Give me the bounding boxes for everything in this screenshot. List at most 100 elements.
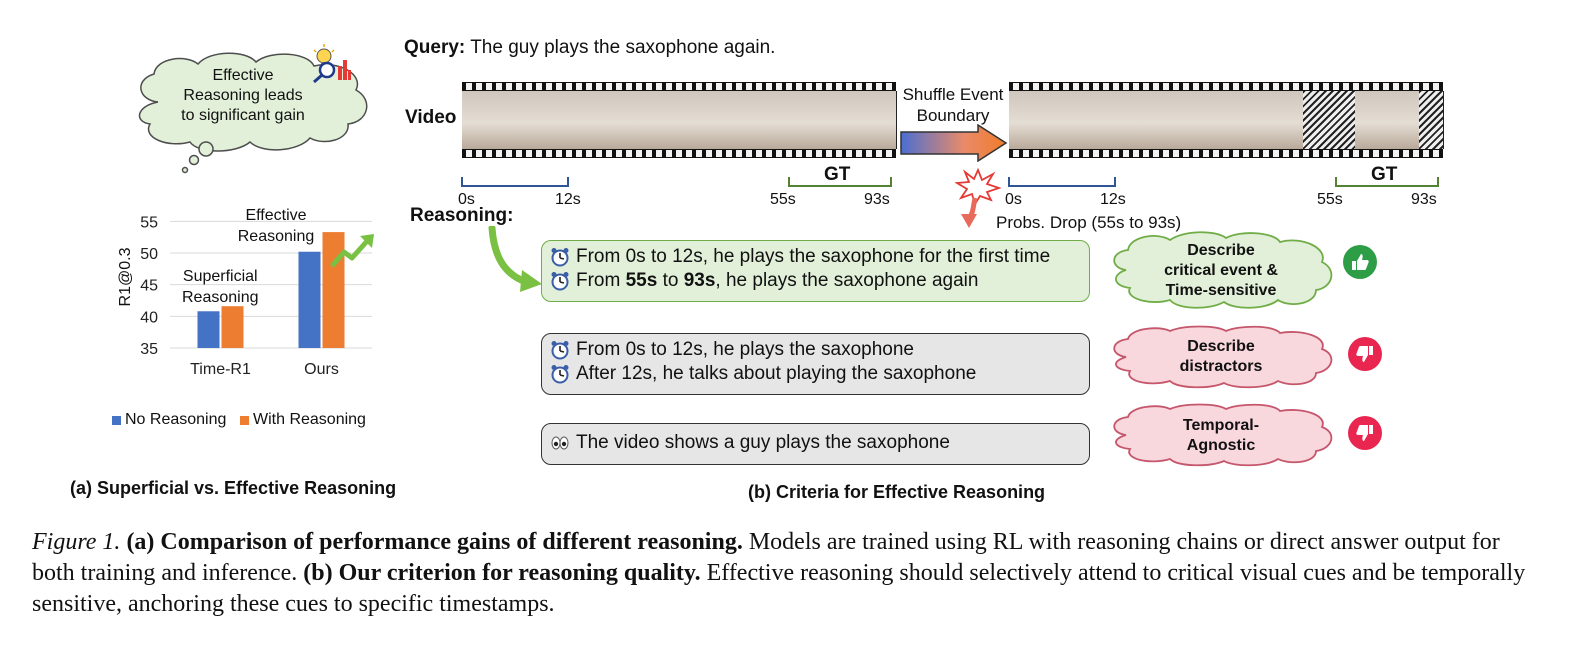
- caption-a-title: Comparison of performance gains of diffe…: [160, 529, 743, 555]
- y-tick-label: 35: [140, 341, 158, 358]
- superficial-annotation: Superficial Reasoning: [182, 266, 259, 308]
- video-frame: [1226, 91, 1304, 149]
- reasoning-line: From 0s to 12s, he plays the saxophone: [550, 338, 1081, 362]
- tick-55s: 55s: [770, 191, 796, 208]
- video-frame: [570, 91, 680, 149]
- caption-a-marker: (a): [126, 529, 155, 555]
- reasoning-text: From 0s to 12s, he plays the saxophone f…: [576, 246, 1051, 267]
- bar-no-reasoning: [298, 251, 321, 348]
- bar-no-reasoning: [197, 311, 220, 348]
- video-label: Video: [405, 107, 457, 128]
- timeline-gt-segment: [788, 177, 892, 187]
- video-frame: [679, 91, 788, 149]
- panel-b-caption: (b) Criteria for Effective Reasoning: [748, 482, 1046, 502]
- video-frame: [1009, 91, 1118, 149]
- film-perforation-top: [462, 83, 896, 90]
- effective-line-1: Effective: [245, 207, 307, 224]
- probs-drop-label: Probs. Drop (55s to 93s): [996, 213, 1182, 232]
- y-tick-label: 55: [140, 214, 158, 231]
- shuffled-frame: [1303, 91, 1356, 149]
- reasoning-example-effective: From 0s to 12s, he plays the saxophone f…: [541, 240, 1090, 302]
- bar-with-reasoning: [221, 306, 244, 348]
- legend-label: With Reasoning: [253, 411, 366, 428]
- tick-55s: 55s: [1317, 191, 1343, 208]
- shuffled-frame: [1419, 91, 1444, 149]
- film-perforation-top: [1009, 83, 1443, 90]
- y-tick-label: 50: [140, 246, 158, 263]
- legend-no-reasoning: No Reasoning: [112, 411, 226, 429]
- legend-with-reasoning: With Reasoning: [240, 411, 366, 429]
- reasoning-line: From 0s to 12s, he plays the saxophone f…: [550, 245, 1081, 269]
- caption-b-text: Effective reasoning should selectively a…: [32, 560, 1526, 617]
- reasoning-line: From 55s to 93s, he plays the saxophone …: [550, 269, 1081, 293]
- film-perforation-bottom: [462, 150, 896, 157]
- gt-label: GT: [824, 164, 851, 185]
- legend-swatch-blue: [112, 415, 121, 425]
- legend-label: No Reasoning: [125, 411, 227, 428]
- reasoning-text: The video shows a guy plays the saxophon…: [576, 432, 950, 453]
- reasoning-text: From 55s to 93s, he plays the saxophone …: [576, 270, 979, 291]
- judgement-text: Describe distractors: [1179, 338, 1263, 375]
- y-axis-label: R1@0.3: [117, 247, 134, 307]
- x-tick-label: Ours: [304, 361, 339, 378]
- reasoning-label: Reasoning:: [410, 205, 514, 226]
- eyes-icon: [551, 436, 569, 450]
- effective-line-2: Reasoning: [237, 228, 315, 245]
- cloud-text: Effective Reasoning leads to significant…: [158, 66, 328, 126]
- judgement-cloud-bad: [1113, 403, 1333, 467]
- explosion-down-arrow-icon: [955, 168, 1001, 228]
- query-label: Query:: [404, 37, 466, 58]
- query: Query: The guy plays the saxophone again…: [404, 37, 775, 59]
- thumbs-down-icon: [1348, 416, 1382, 450]
- video-frame: [1117, 91, 1227, 149]
- panel-a-caption: (a) Superficial vs. Effective Reasoning: [70, 478, 397, 498]
- y-tick-label: 40: [140, 309, 158, 326]
- cloud-line-3: to significant gain: [181, 107, 305, 124]
- tick-0s: 0s: [1005, 191, 1022, 208]
- timeline-gt-segment: [1335, 177, 1439, 187]
- shuffle-label: Shuffle Event Boundary: [898, 84, 1008, 126]
- reasoning-text: After 12s, he talks about playing the sa…: [576, 363, 977, 384]
- tick-93s: 93s: [864, 191, 890, 208]
- timeline-first-segment: [1008, 177, 1116, 187]
- legend-swatch-orange: [240, 415, 249, 425]
- alarm-clock-icon: [551, 341, 569, 360]
- tick-12s: 12s: [555, 191, 581, 208]
- alarm-clock-icon: [551, 248, 569, 267]
- reasoning-line: The video shows a guy plays the saxophon…: [550, 431, 1081, 455]
- video-filmstrip-shuffled: [1009, 82, 1444, 158]
- video-filmstrip-original: [462, 82, 897, 158]
- thumbs-up-icon: [1343, 245, 1377, 279]
- superficial-line-2: Reasoning: [182, 289, 259, 306]
- figure-caption: Figure 1. (a) Comparison of performance …: [32, 527, 1542, 620]
- figure-label: Figure 1.: [32, 529, 121, 555]
- insight-icon: [313, 44, 351, 84]
- alarm-clock-icon: [551, 272, 569, 291]
- caption-b-marker: (b): [303, 560, 333, 586]
- reasoning-example-agnostic: The video shows a guy plays the saxophon…: [541, 423, 1090, 465]
- tick-0s: 0s: [458, 191, 475, 208]
- judgement-text: Temporal- Agnostic: [1182, 417, 1260, 454]
- video-frame: [1355, 91, 1420, 149]
- caption-b-title: Our criterion for reasoning quality.: [338, 560, 701, 586]
- effective-annotation: Effective Reasoning: [234, 205, 318, 247]
- alarm-clock-icon: [551, 365, 569, 384]
- shuffle-label-line-1: Shuffle Event: [902, 85, 1004, 104]
- cloud-line-2: Reasoning leads: [183, 87, 303, 104]
- judgement-cloud-good: [1113, 231, 1333, 309]
- x-tick-label: Time-R1: [190, 361, 251, 378]
- y-tick-label: 45: [140, 278, 158, 295]
- superficial-line-1: Superficial: [182, 268, 258, 285]
- timeline-first-segment: [461, 177, 569, 187]
- film-perforation-bottom: [1009, 150, 1443, 157]
- judgement-text: Describe critical event & Time-sensitive: [1164, 242, 1278, 299]
- cloud-line-1: Effective: [212, 67, 274, 84]
- tick-93s: 93s: [1411, 191, 1437, 208]
- query-text: The guy plays the saxophone again.: [470, 37, 776, 58]
- tick-12s: 12s: [1100, 191, 1126, 208]
- reasoning-text: From 0s to 12s, he plays the saxophone: [576, 339, 914, 360]
- video-frame: [787, 91, 897, 149]
- shuffle-arrow-icon: [900, 124, 1008, 162]
- gt-label: GT: [1371, 164, 1398, 185]
